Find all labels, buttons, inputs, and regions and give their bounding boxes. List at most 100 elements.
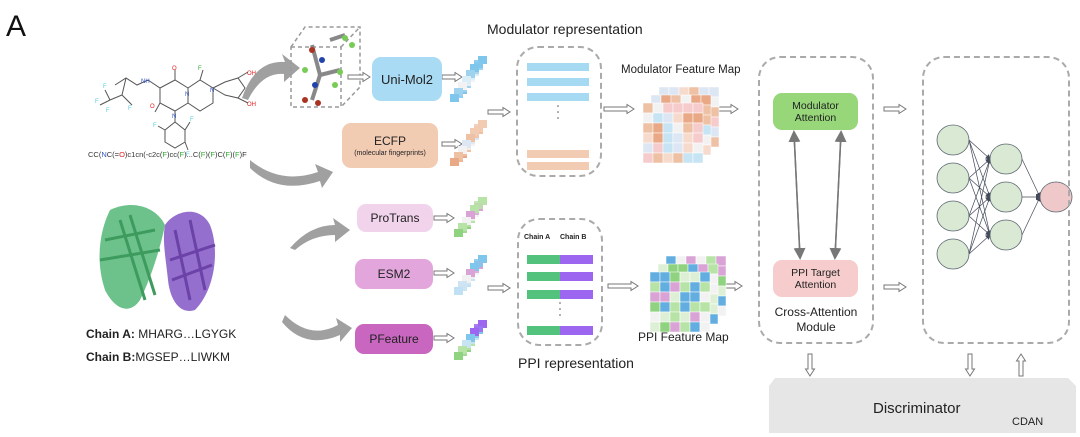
embedding-cell	[466, 211, 475, 219]
feature-map-cell	[662, 152, 674, 164]
embedding-cell	[458, 223, 467, 231]
feature-map-cell	[679, 281, 691, 293]
network-edge	[968, 195, 992, 255]
smiles-segment: F	[210, 150, 215, 159]
smiles-segment: F	[162, 150, 168, 159]
ecfp-encoder: ECFP (molecular fingerprints)	[342, 123, 438, 168]
smiles-segment: O	[119, 150, 125, 159]
classifier-network-box	[922, 56, 1070, 344]
feature-map-cell	[689, 281, 701, 293]
hollow-arrow-icon	[441, 71, 463, 83]
hollow-arrow-icon	[487, 282, 511, 294]
cdan-label: CDAN	[1012, 416, 1044, 428]
hidden-node	[989, 143, 1023, 175]
feature-map-cell	[662, 112, 674, 124]
chain-a-sequence: Chain A: MHARG…LGYGK	[86, 327, 236, 341]
embedding-cell	[470, 128, 479, 136]
embedding-stacks	[450, 56, 487, 360]
hidden-node	[936, 124, 970, 156]
smiles-segment: F	[225, 150, 230, 159]
chain-b-label: Chain B:	[86, 350, 136, 364]
hidden-node	[989, 181, 1023, 213]
cross-attention-arrows	[788, 130, 847, 260]
neural-network	[936, 124, 1073, 270]
hidden-node	[989, 219, 1023, 251]
chain-a-label: Chain A:	[86, 327, 135, 341]
svg-text:F: F	[128, 106, 132, 112]
svg-text:F: F	[198, 66, 202, 72]
uni-mol2-encoder: Uni-Mol2	[372, 57, 442, 101]
hollow-arrow-icon	[433, 267, 455, 279]
feature-map-cell	[689, 311, 701, 323]
smiles-segment: F	[234, 150, 240, 159]
chain-b-bar	[560, 326, 593, 335]
feature-map-cell	[659, 281, 671, 293]
svg-text:OH: OH	[247, 102, 256, 108]
ppi-representation-title: PPI representation	[518, 355, 634, 371]
smiles-segment: F	[179, 150, 185, 159]
feature-map-cell	[659, 271, 671, 283]
embedding-cell	[454, 287, 463, 295]
chain-b-sequence: Chain B:MGSEP…LIWKM	[86, 350, 230, 364]
feature-map-cell	[699, 291, 711, 303]
hollow-arrow-icon	[964, 353, 976, 377]
feature-map-cell	[642, 152, 654, 164]
feature-map-cell	[699, 301, 711, 313]
feature-map-cell	[642, 132, 654, 144]
feature-map-cell	[692, 112, 704, 124]
feature-map-cell	[669, 311, 681, 323]
feature-map-cell	[649, 301, 661, 313]
svg-text:F: F	[186, 152, 190, 158]
svg-text:F: F	[190, 117, 194, 123]
molecule-3d-atoms	[302, 33, 355, 106]
hollow-arrow-icon	[487, 106, 511, 118]
feature-map-cell	[672, 132, 684, 144]
embedding-cell	[470, 205, 479, 213]
ppi-rep-header-b: Chain B	[560, 234, 587, 241]
protrans-label: ProTrans	[370, 211, 420, 225]
feature-map-cell	[679, 291, 691, 303]
representation-bars	[527, 63, 593, 335]
modulator-feature-map-title: Modulator Feature Map	[621, 64, 741, 76]
svg-text:N: N	[172, 114, 176, 120]
ellipsis-dot	[559, 308, 561, 310]
ellipsis-dot	[559, 314, 561, 316]
feature-map-cell	[662, 142, 674, 154]
feature-map-cell	[649, 291, 661, 303]
network-edge	[968, 157, 992, 255]
modulator-representation-title: Modulator representation	[487, 21, 643, 37]
ecfp-sublabel: (molecular fingerprints)	[354, 150, 426, 157]
module-title-line2: Module	[796, 320, 836, 334]
ppi-representation-box	[517, 218, 603, 346]
feature-map-cell	[682, 132, 694, 144]
embedding-cell	[458, 346, 467, 354]
embedding-cell	[466, 269, 475, 277]
chain-a-bar	[527, 272, 560, 281]
protrans-encoder: ProTrans	[357, 204, 433, 232]
hollow-arrow-icon	[1015, 353, 1027, 377]
feature-map-cell	[679, 271, 691, 283]
feature-map-cell	[652, 102, 664, 114]
smiles-segment: C(=	[106, 150, 120, 159]
output-node	[1039, 181, 1073, 213]
embedding-cell	[454, 88, 463, 96]
embedding-cell	[470, 328, 479, 336]
svg-text:F: F	[153, 123, 157, 129]
feature-maps	[642, 86, 727, 333]
ppi-rep-header-a: Chain A	[524, 234, 551, 241]
feature-map-cell	[699, 311, 711, 323]
feature-map-cell	[642, 142, 654, 154]
feature-map-cell	[699, 271, 711, 283]
embedding-cell	[470, 263, 479, 271]
hollow-arrow-icon	[603, 103, 635, 115]
hidden-node	[936, 238, 970, 270]
feature-map-cell	[652, 132, 664, 144]
feature-map-cell	[692, 142, 704, 154]
ppi-target-attention-block: PPI Target Attention	[773, 260, 858, 297]
embedding-cell	[466, 334, 475, 342]
embedding-cell	[458, 82, 467, 90]
esm2-label: ESM2	[377, 267, 411, 281]
feature-map-cell	[682, 122, 694, 134]
feature-map-cell	[689, 271, 701, 283]
chain-b-bar	[560, 255, 593, 264]
